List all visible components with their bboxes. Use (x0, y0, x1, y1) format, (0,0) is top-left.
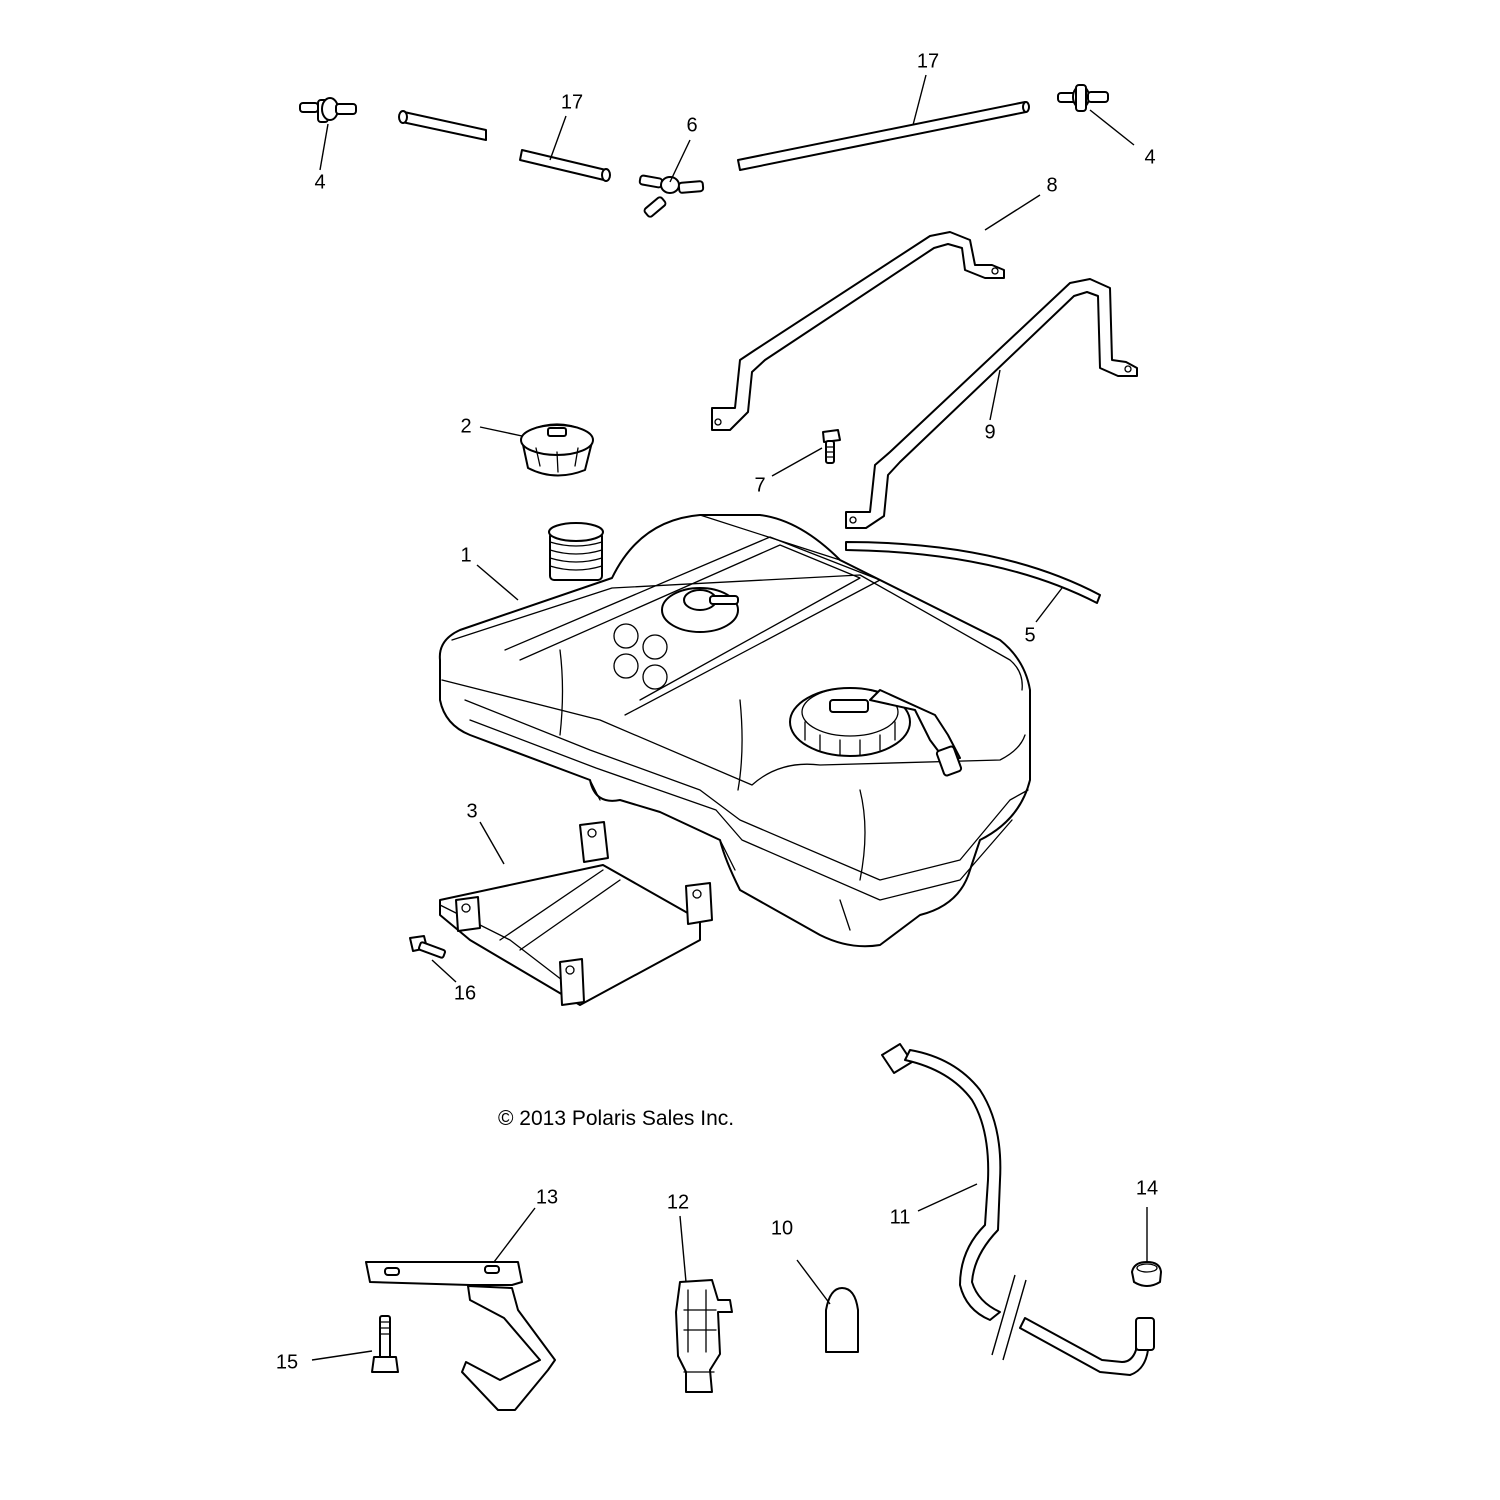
leader-15 (311, 1350, 373, 1361)
callout-11: 11 (890, 1206, 911, 1228)
part-bolt-bracket (371, 1315, 399, 1373)
callout-4-right: 4 (1144, 146, 1155, 168)
callout-12: 12 (667, 1191, 689, 1213)
callout-8: 8 (1046, 174, 1057, 196)
callout-10: 10 (771, 1217, 793, 1239)
part-fuel-hose (845, 541, 1101, 604)
part-tank-strap-front (711, 231, 1005, 431)
part-vent-hose-long (737, 101, 1030, 171)
callout-4-left: 4 (314, 171, 325, 193)
leader-4-left (319, 123, 329, 171)
callout-6: 6 (686, 114, 697, 136)
callout-16: 16 (454, 982, 476, 1004)
part-electrical-connector (675, 1279, 733, 1393)
part-mounting-bracket (365, 1261, 556, 1411)
leader-13 (493, 1207, 536, 1263)
part-fuel-line (881, 1043, 1155, 1376)
callout-9: 9 (984, 421, 995, 443)
leader-12 (679, 1215, 687, 1283)
callout-7: 7 (754, 474, 765, 496)
callout-1: 1 (460, 544, 471, 566)
part-tank-strap-rear (845, 278, 1138, 529)
callout-2: 2 (460, 415, 471, 437)
leader-2 (479, 426, 523, 437)
part-hose-clamp (1131, 1261, 1162, 1287)
leader-9 (989, 369, 1001, 421)
callout-13: 13 (536, 1186, 558, 1208)
part-tee-fitting (638, 174, 705, 218)
callout-5: 5 (1024, 624, 1035, 646)
leader-8 (984, 194, 1041, 231)
leader-4-right (1089, 109, 1135, 146)
leader-6 (669, 139, 691, 183)
part-line-cap (825, 1287, 859, 1353)
leader-3 (479, 821, 505, 865)
leader-10 (796, 1259, 831, 1305)
part-heat-shield (439, 821, 713, 1006)
leader-5 (1035, 587, 1063, 623)
part-bolt-shield (409, 935, 447, 959)
callout-15: 15 (276, 1351, 298, 1373)
leader-16 (431, 959, 457, 983)
leader-1 (476, 564, 519, 601)
part-bolt-strap (822, 429, 841, 464)
leader-17-left (549, 115, 567, 161)
callout-14: 14 (1136, 1177, 1158, 1199)
leader-17-right (912, 74, 927, 126)
callout-3: 3 (466, 800, 477, 822)
part-vent-fitting-right (1057, 84, 1109, 112)
part-fuel-tank (438, 514, 1031, 948)
part-fuel-cap (520, 423, 594, 477)
callout-17-right: 17 (917, 50, 939, 72)
leader-11 (917, 1183, 978, 1212)
leader-7 (771, 447, 823, 477)
part-vent-hose-short (398, 110, 611, 182)
part-vent-fitting-left (299, 97, 357, 123)
copyright-notice: © 2013 Polaris Sales Inc. (498, 1107, 734, 1130)
callout-17-left: 17 (561, 91, 583, 113)
